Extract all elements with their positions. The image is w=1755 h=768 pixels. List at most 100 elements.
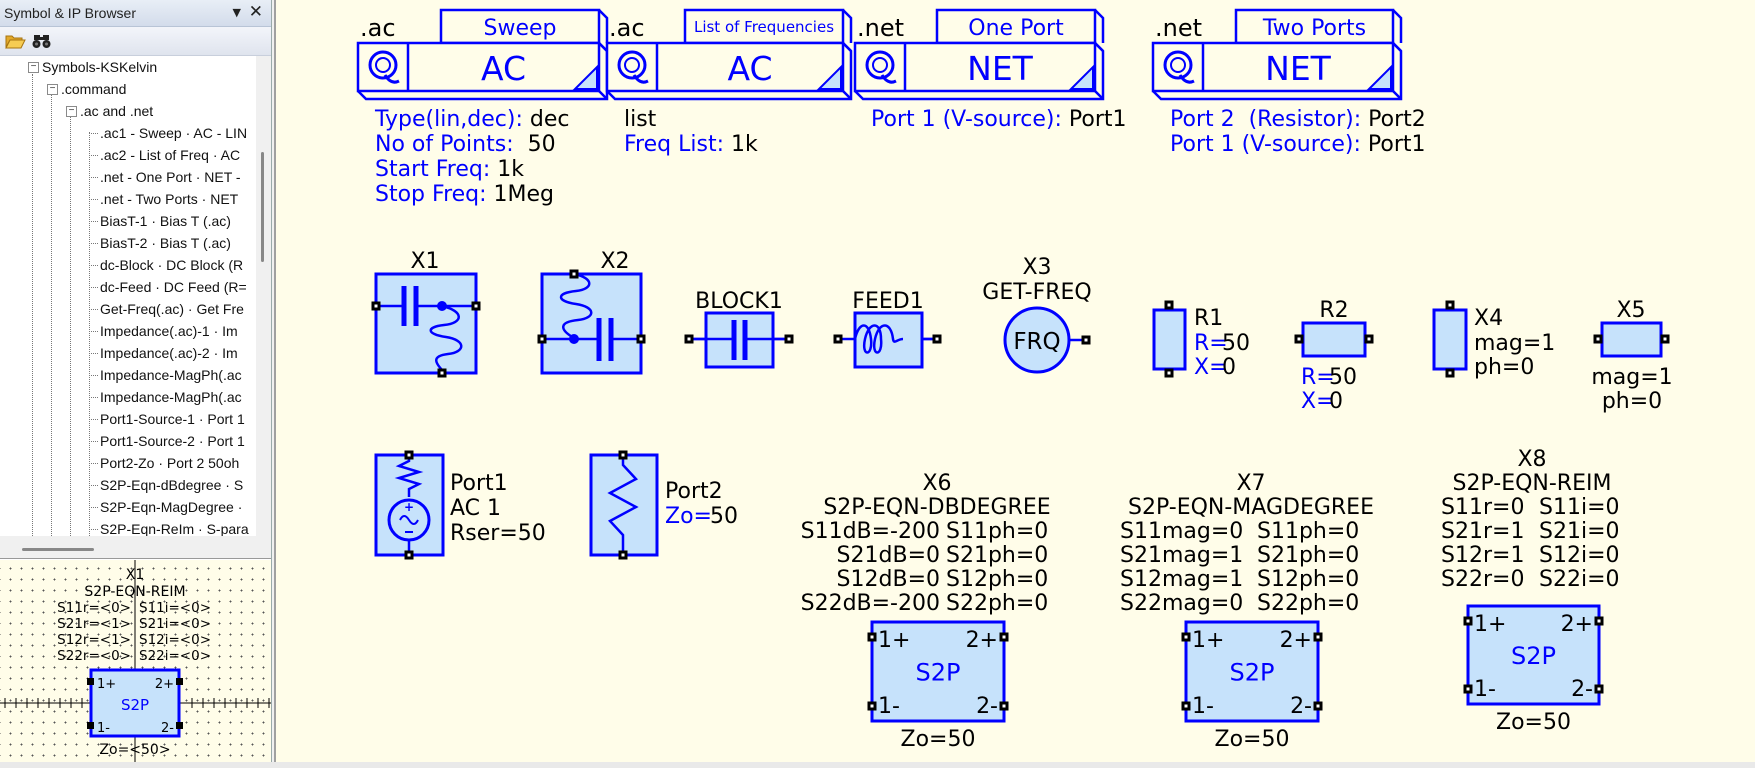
tree-item[interactable]: Port2-Zo · Port 2 50oh [100,455,240,471]
tree-item[interactable]: dc-Block · DC Block (R [100,257,244,273]
component-block1[interactable]: BLOCK1 [684,289,794,369]
tree-node-ac-and-net[interactable]: .ac and .net [80,103,154,119]
pin-marker[interactable] [1181,632,1191,642]
tree-item[interactable]: .net - Two Ports · NET [100,191,239,207]
component-x3[interactable]: X3 GET-FREQ FRQ [982,255,1092,374]
tree-item[interactable]: dc-Feed · DC Feed (R= [100,279,247,295]
param-label: X= [1194,355,1228,380]
component-label: X6 [922,471,951,496]
tree-item[interactable]: Port1-Source-2 · Port 1 [100,433,245,449]
pin-marker[interactable] [1313,701,1323,711]
command-body-label: NET [1265,49,1332,88]
symbol-tree: − Symbols-KSKelvin − .command − .ac and … [0,56,256,536]
pin-marker[interactable] [1594,616,1604,626]
pin-marker[interactable] [1463,684,1473,694]
tree-item[interactable]: .ac1 - Sweep · AC - LIN [100,125,248,141]
component-label: X2 [600,249,629,274]
pin-marker[interactable] [1181,701,1191,711]
tree-item[interactable]: .net - One Port · NET - [100,169,241,185]
tree-item[interactable]: S2P-Eqn-dBdegree · S [100,477,244,493]
pin-marker[interactable] [87,678,94,685]
component-model: S2P-EQN-MAGDEGREE [1128,495,1374,520]
param-value: Port1 [1062,107,1127,132]
scrollbar-thumb[interactable] [261,152,264,262]
panel-toolbar [0,27,271,56]
preview-param: S11i=<0> [139,600,211,616]
pin-marker[interactable] [176,722,183,729]
tree-connector [89,133,98,134]
panel-dropdown-icon[interactable]: ▼ [232,6,241,19]
component-x1[interactable]: X1 [371,249,481,378]
param-value: 1k [490,157,524,182]
param-label: Port 1 (V-source): [871,107,1062,132]
tree-node-command[interactable]: .command [61,81,127,97]
component-r1[interactable]: R1 R= 50 X= 0 [1152,300,1250,381]
s2p-label: S2P [916,659,961,687]
component-r2[interactable]: R2 R= 50 X= 0 [1294,298,1374,414]
collapse-icon[interactable]: − [47,84,58,95]
tree-item[interactable]: BiasT-2 · Bias T (.ac) [100,235,231,251]
tree-item[interactable]: Port1-Source-1 · Port 1 [100,411,245,427]
collapse-icon[interactable]: − [66,106,77,117]
open-folder-icon[interactable] [4,31,26,51]
tree-item[interactable]: Get-Freq(.ac) · Get Fre [100,301,244,317]
param-value: Port1 [1361,132,1426,157]
command-tab-label: List of Frequencies [694,18,834,36]
tree-item[interactable]: Impedance-MagPh(.ac [100,367,242,383]
s-param: S22dB=-200 [801,591,940,616]
tree-node-root[interactable]: Symbols-KSKelvin [42,59,158,75]
pin-marker[interactable] [867,701,877,711]
pin-marker[interactable] [1463,616,1473,626]
s-param: S22ph=0 [946,591,1048,616]
component-label: X5 [1616,298,1645,323]
param-label: Zo= [665,504,712,529]
component-x5[interactable]: X5 mag=1 ph=0 [1591,298,1672,414]
status-bar [0,762,1755,768]
pin-marker[interactable] [867,632,877,642]
binoculars-find-icon[interactable] [31,31,53,51]
pin-marker[interactable] [999,701,1009,711]
tree-horizontal-scrollbar[interactable] [0,536,271,559]
pin-marker[interactable] [999,632,1009,642]
tree-item[interactable]: S2P-Eqn-ReIm · S-para [100,521,249,536]
panel-title-bar: Symbol & IP Browser ▼ ✕ [0,0,271,27]
pin-marker[interactable] [87,722,94,729]
component-x2[interactable]: X2 [537,249,646,375]
tree-vertical-scrollbar[interactable] [256,56,271,536]
pin-marker[interactable] [176,678,183,685]
component-port2[interactable]: Port2 Zo= 50 [589,450,738,560]
component-model: GET-FREQ [982,280,1091,305]
command-param: Port 2 (Resistor): Port2 [1170,107,1426,132]
tree-item[interactable]: Impedance(.ac)-1 · Im [100,323,238,339]
tree-item[interactable]: S2P-Eqn-MagDegree · [100,499,243,515]
pin-marker[interactable] [1594,684,1604,694]
command-prefix: .ac [360,14,396,42]
tree-item[interactable]: Impedance-MagPh(.ac [100,389,242,405]
tree-item[interactable]: BiasT-1 · Bias T (.ac) [100,213,231,229]
tree-item[interactable]: .ac2 - List of Freq · AC [100,147,241,163]
collapse-icon[interactable]: − [28,62,39,73]
component-x4[interactable]: X4 mag=1 ph=0 [1432,300,1555,381]
tree-item[interactable]: Impedance(.ac)-2 · Im [100,345,238,361]
pin-marker[interactable] [1313,632,1323,642]
component-port1[interactable]: + Port1 AC 1 Rser=50 [374,450,546,560]
param-label: Port 1 (V-source): [1170,132,1361,157]
command-body-label: AC [481,49,526,88]
preview-s2p-body [89,668,181,738]
scrollbar-thumb[interactable] [22,548,94,551]
component-feed1[interactable]: FEED1 [833,289,942,369]
s-param: S21ph=0 [1257,543,1359,568]
panel-close-icon[interactable]: ✕ [248,2,263,22]
component-label: X4 [1474,306,1503,331]
s-param: S22r=0 [1441,567,1524,592]
param-value: mag=1 [1474,331,1555,356]
param-value: 1k [724,132,758,157]
